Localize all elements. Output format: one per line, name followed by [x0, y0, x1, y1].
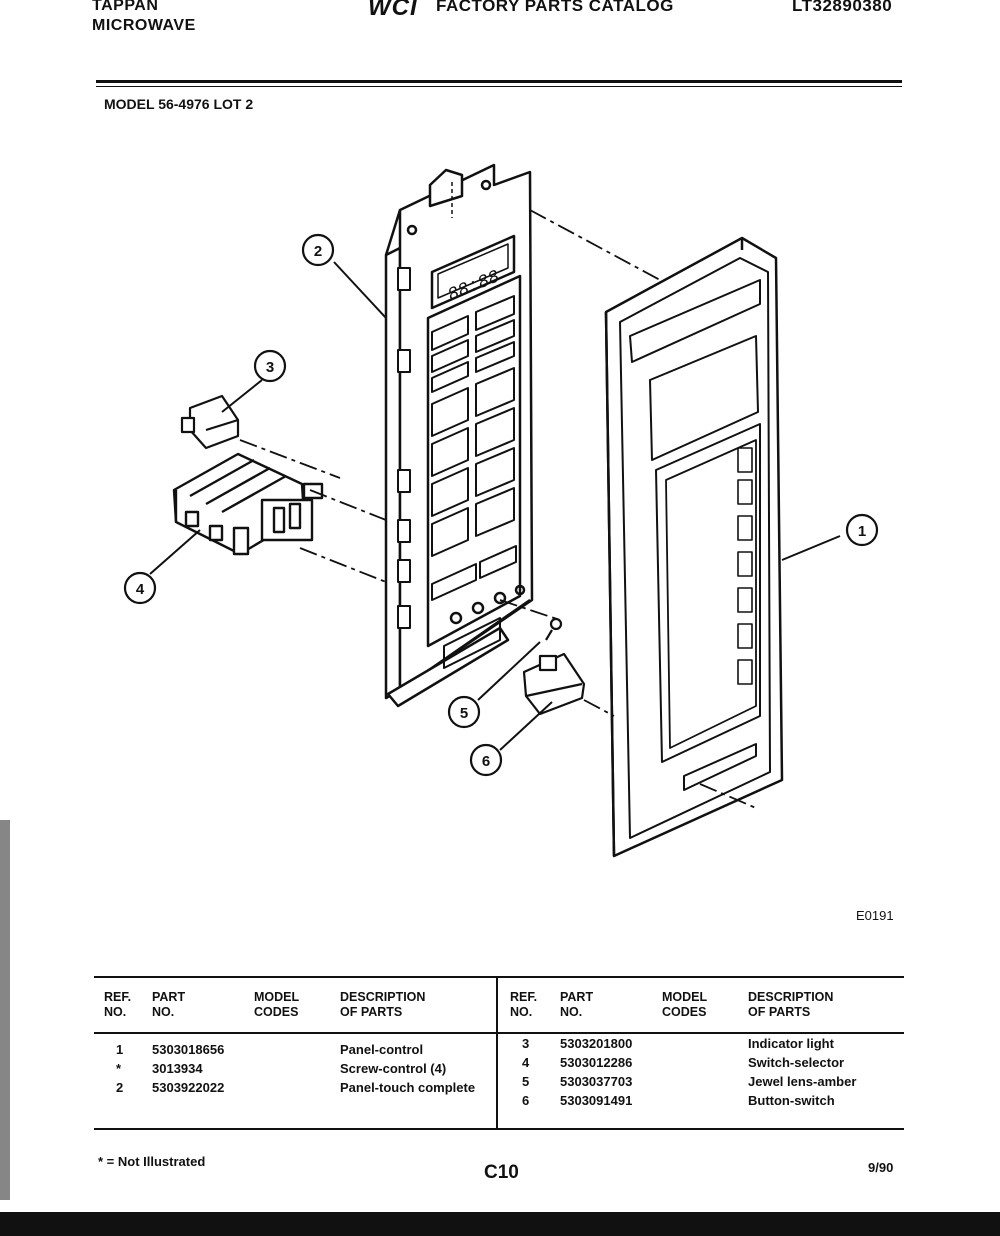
table-row-left-3-desc: Panel-touch complete — [340, 1080, 476, 1095]
scan-edge-strip — [0, 820, 10, 1200]
table-row-right-2-ref: 4 — [522, 1055, 530, 1070]
indicator-light — [180, 394, 240, 450]
header-description-right: DESCRIPTION OF PARTS — [748, 990, 834, 1019]
touch-panel-assembly — [384, 163, 534, 708]
callout-label-3: 3 — [266, 359, 274, 376]
table-header-rule — [94, 1032, 904, 1034]
table-row-left-2-desc: Screw-control (4) — [340, 1061, 447, 1076]
page-number: C10 — [484, 1162, 519, 1183]
table-row-right-3-ref: 5 — [522, 1074, 530, 1089]
exploded-parts-diagram: 2 3 4 1 5 6 88:88 — [123, 163, 879, 858]
header-ref-no-right: REF. NO. — [510, 990, 538, 1019]
callout-circle-4 — [123, 571, 157, 605]
callout-circle-5 — [447, 695, 481, 729]
catalog-date: 9/90 — [868, 1160, 894, 1175]
header-ref-no-left: REF. NO. — [104, 990, 132, 1019]
callout-circle-6 — [469, 743, 503, 777]
table-row-left-2-ref: * — [116, 1061, 122, 1076]
callout-label-5: 5 — [460, 705, 468, 722]
document-number: LT32890380 — [792, 0, 893, 15]
parts-table: REF. NO. PART NO. MODEL CODES DESCRIPTIO… — [94, 976, 904, 1130]
header-rule-thin — [96, 86, 902, 87]
header-part-no-right: PART NO. — [560, 990, 594, 1019]
table-row-right-4-ref: 6 — [522, 1093, 530, 1108]
table-row-right-4-desc: Button-switch — [748, 1093, 835, 1108]
table-row-left-3-part: 5303922022 — [152, 1080, 225, 1095]
brand-line-1: TAPPAN — [92, 0, 159, 14]
callout-circle-3 — [253, 349, 287, 383]
catalog-title: FACTORY PARTS CATALOG — [436, 0, 674, 15]
table-row-right-3-desc: Jewel lens-amber — [748, 1074, 857, 1089]
not-illustrated-footnote: * = Not Illustrated — [98, 1154, 206, 1169]
scan-bottom-border — [0, 1212, 1000, 1236]
table-top-rule — [94, 976, 904, 978]
table-row-left-1-part: 5303018656 — [152, 1042, 225, 1057]
jewel-lens — [545, 617, 563, 641]
table-row-right-4-part: 5303091491 — [560, 1093, 633, 1108]
control-panel-frame — [604, 236, 784, 858]
button-switch — [522, 652, 586, 716]
callout-label-4: 4 — [136, 581, 145, 598]
table-row-right-1-ref: 3 — [522, 1036, 530, 1051]
model-line: MODEL 56-4976 LOT 2 — [104, 96, 254, 112]
table-row-left-3-ref: 2 — [116, 1080, 124, 1095]
table-row-right-1-part: 5303201800 — [560, 1036, 633, 1051]
header-model-codes-left: MODEL CODES — [254, 990, 300, 1019]
figure-code: E0191 — [856, 908, 894, 923]
header-description-left: DESCRIPTION OF PARTS — [340, 990, 426, 1019]
header-model-codes-right: MODEL CODES — [662, 990, 708, 1019]
callout-label-2: 2 — [314, 243, 322, 260]
switch-selector — [172, 452, 324, 556]
table-row-right-2-part: 5303012286 — [560, 1055, 633, 1070]
brand-line-2: MICROWAVE — [92, 17, 196, 34]
callout-circle-2 — [301, 233, 335, 267]
table-row-left-2-part: 3013934 — [152, 1061, 203, 1076]
table-bottom-rule — [94, 1128, 904, 1130]
table-column-divider — [496, 976, 498, 1128]
table-row-left-1-desc: Panel-control — [340, 1042, 424, 1057]
table-row-right-2-desc: Switch-selector — [748, 1055, 845, 1070]
table-row-right-3-part: 5303037703 — [560, 1074, 633, 1089]
callout-circle-1 — [845, 513, 879, 547]
header-rule — [96, 80, 902, 83]
table-row-left-1-ref: 1 — [116, 1042, 124, 1057]
table-row-right-1-desc: Indicator light — [748, 1036, 834, 1051]
callout-label-1: 1 — [858, 523, 866, 540]
brand-name: TAPPAN MICROWAVE — [92, 0, 196, 36]
callout-label-6: 6 — [482, 753, 490, 770]
header-part-no-left: PART NO. — [152, 990, 186, 1019]
wci-logo: WCI — [368, 0, 418, 21]
